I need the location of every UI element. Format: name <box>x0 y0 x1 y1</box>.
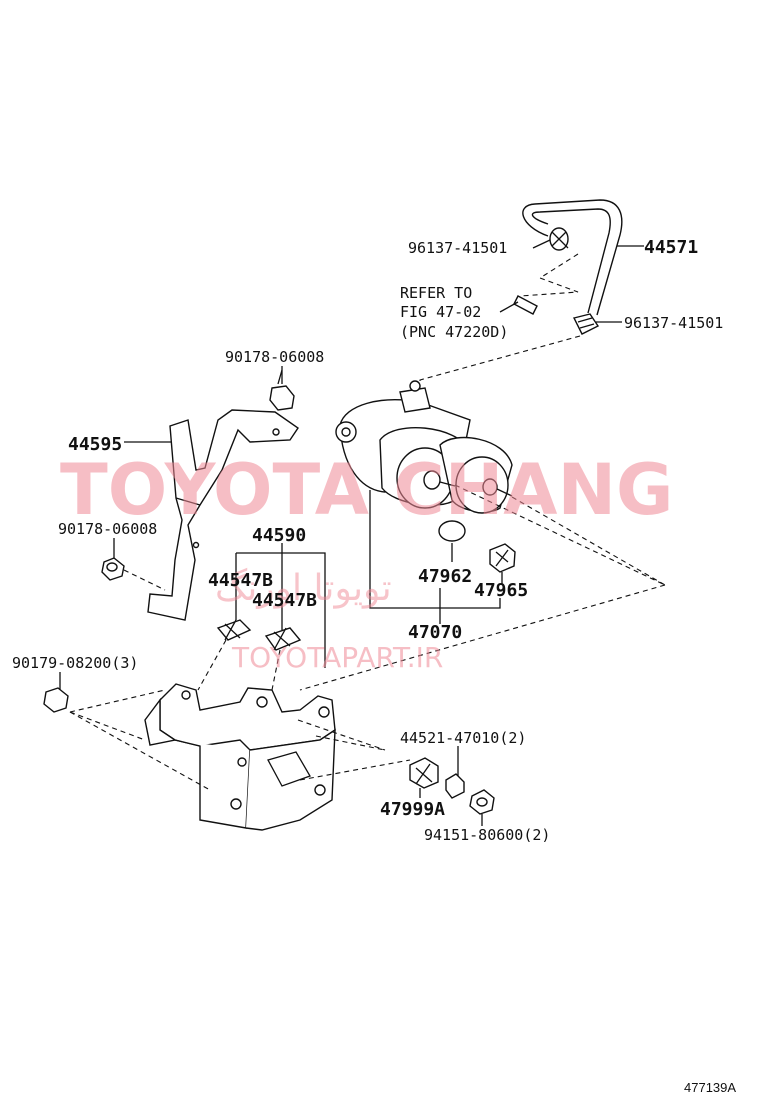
nut-47999a-icon <box>409 757 439 789</box>
clamp-icon <box>572 313 600 335</box>
clamp-icon <box>549 227 569 251</box>
collar-44521-icon <box>445 773 465 799</box>
bracket-44595 <box>147 409 299 621</box>
actuator-47070 <box>335 380 513 514</box>
nut-94151-icon <box>469 789 495 815</box>
hose-segment <box>513 295 538 315</box>
label-44521: 44521-47010(2) <box>400 729 526 747</box>
label-96137-top: 96137-41501 <box>408 239 507 257</box>
watermark-persian: تویوتا اورنگ <box>215 567 392 609</box>
label-47999a: 47999A <box>380 799 445 820</box>
watermark-brand: TOYOTA CHANG <box>60 449 674 531</box>
nut-90178-icon <box>269 369 295 411</box>
label-refer-to: REFER TO <box>400 284 472 302</box>
nut-47965-icon <box>489 543 516 584</box>
o-ring-47962 <box>438 520 466 562</box>
label-90179: 90179-08200(3) <box>12 654 138 672</box>
grommet-44547b-icon <box>264 627 302 651</box>
hose-44571 <box>419 199 623 390</box>
label-44590: 44590 <box>252 525 306 546</box>
watermark-url: TOYOTAPART.IR <box>231 641 443 674</box>
label-44547b-a: 44547B <box>208 570 273 591</box>
label-47965: 47965 <box>474 580 528 601</box>
label-47070: 47070 <box>408 622 462 643</box>
nut-90178-icon <box>101 557 125 581</box>
label-90178-top: 90178-06008 <box>225 348 324 366</box>
label-47962: 47962 <box>418 566 472 587</box>
label-90178-mid: 90178-06008 <box>58 520 157 538</box>
label-96137-bottom: 96137-41501 <box>624 314 723 332</box>
label-44547b-b: 44547B <box>252 590 317 611</box>
label-94151: 94151-80600(2) <box>424 826 550 844</box>
bolt-90179-icon <box>43 687 69 713</box>
label-44595: 44595 <box>68 434 122 455</box>
label-refer-pnc: (PNC 47220D) <box>400 323 508 341</box>
label-refer-fig: FIG 47-02 <box>400 303 481 321</box>
label-44571: 44571 <box>644 237 698 258</box>
grommet-44547b-icon <box>216 619 252 641</box>
bracket-44590 <box>144 683 336 831</box>
figure-id: 477139A <box>684 1080 736 1095</box>
